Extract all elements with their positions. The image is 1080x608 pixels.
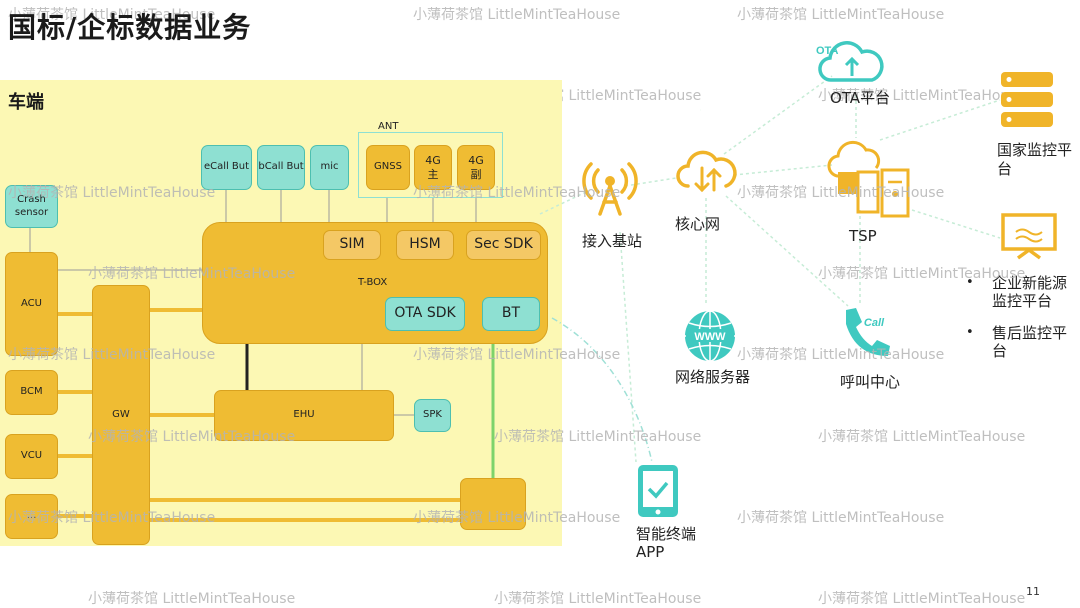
watermark: 小薄荷茶馆 LittleMintTeaHouse [88, 266, 296, 282]
antenna-group [358, 132, 503, 198]
www-icon-text: WWW [694, 331, 726, 343]
platform-bullet-list: • 企业新能源监控平台 • 售后监控平台 [966, 274, 1074, 370]
sim-module: SIM [323, 230, 381, 260]
bullet-dot: • [966, 325, 974, 340]
4g-sub-antenna: 4G副 [457, 145, 495, 190]
web-server-label: 网络服务器 [675, 368, 751, 386]
bullet-text: 企业新能源监控平台 [992, 274, 1068, 310]
gnss-antenna: GNSS [366, 145, 410, 190]
ota-icon-text: OTA [816, 45, 838, 57]
other-modules: ... [5, 494, 58, 539]
speaker-module: SPK [414, 399, 451, 432]
watermark: 小薄荷茶馆 LittleMintTeaHouse [494, 591, 702, 607]
call-center-label: 呼叫中心 [840, 373, 901, 391]
tsp-label: TSP [849, 227, 877, 245]
page-number: 11 [1026, 585, 1040, 598]
watermark: 小薄荷茶馆 LittleMintTeaHouse [737, 185, 945, 201]
bullet-item: • 售后监控平台 [966, 324, 1074, 360]
server-stack-icon [1001, 72, 1053, 127]
watermark: 小薄荷茶馆 LittleMintTeaHouse [818, 266, 1026, 282]
bt-module: BT [482, 297, 540, 331]
watermark: 小薄荷茶馆 LittleMintTeaHouse [413, 185, 621, 201]
tsp-server-icon [827, 140, 910, 218]
watermark: 小薄荷茶馆 LittleMintTeaHouse [737, 347, 945, 363]
vehicle-label: 车端 [8, 92, 44, 113]
base-station-icon [582, 162, 638, 216]
ota-platform-label: OTA平台 [830, 89, 891, 107]
bullet-dot: • [966, 275, 974, 290]
national-platform-label: 国家监控平台 [997, 141, 1073, 178]
core-network-label: 核心网 [675, 215, 721, 233]
unlabeled-module [460, 478, 526, 530]
vcu-module: VCU [5, 434, 58, 479]
watermark: 小薄荷茶馆 LittleMintTeaHouse [413, 7, 621, 23]
page-title: 国标/企标数据业务 [8, 11, 252, 44]
app-label-line1: 智能终端 [636, 525, 697, 543]
watermark: 小薄荷茶馆 LittleMintTeaHouse [413, 510, 621, 526]
watermark: 小薄荷茶馆 LittleMintTeaHouse [88, 429, 296, 445]
ecall-button: eCall But [201, 145, 252, 190]
bullet-text: 售后监控平台 [992, 324, 1068, 360]
app-label: 智能终端 APP [636, 525, 696, 561]
watermark: 小薄荷茶馆 LittleMintTeaHouse [8, 185, 216, 201]
tbox-label: T-BOX [358, 277, 388, 288]
watermark: 小薄荷茶馆 LittleMintTeaHouse [818, 591, 1026, 607]
watermark: 小薄荷茶馆 LittleMintTeaHouse [8, 510, 216, 526]
watermark: 小薄荷茶馆 LittleMintTeaHouse [737, 7, 945, 23]
bcall-button: bCall But [257, 145, 305, 190]
acu-module: ACU [5, 252, 58, 356]
globe-icon: WWW [685, 310, 735, 362]
watermark: 小薄荷茶馆 LittleMintTeaHouse [413, 347, 621, 363]
antenna-label: ANT [378, 121, 399, 132]
app-label-line2: APP [636, 543, 665, 561]
ota-sdk-module: OTA SDK [385, 297, 465, 331]
ehu-module: EHU [214, 390, 394, 441]
watermark: 小薄荷茶馆 LittleMintTeaHouse [88, 591, 296, 607]
bcm-module: BCM [5, 370, 58, 415]
phone-icon: Call [846, 308, 890, 356]
watermark: 小薄荷茶馆 LittleMintTeaHouse [737, 510, 945, 526]
call-icon-text: Call [864, 317, 885, 329]
4g-main-antenna: 4G主 [414, 145, 452, 190]
ota-cloud-icon: OTA [816, 41, 884, 82]
microphone: mic [310, 145, 349, 190]
sec-sdk-module: Sec SDK [466, 230, 541, 260]
monitor-icon [1001, 213, 1057, 260]
hsm-module: HSM [396, 230, 454, 260]
watermark: 小薄荷茶馆 LittleMintTeaHouse [8, 7, 216, 23]
watermark: 小薄荷茶馆 LittleMintTeaHouse [818, 429, 1026, 445]
base-station-label: 接入基站 [582, 232, 643, 250]
cloud-transfer-icon [676, 150, 737, 193]
tablet-check-icon [638, 465, 678, 517]
bullet-item: • 企业新能源监控平台 [966, 274, 1074, 310]
watermark: 小薄荷茶馆 LittleMintTeaHouse [8, 347, 216, 363]
crash-sensor: Crash sensor [5, 185, 58, 228]
gateway-module: GW [92, 285, 150, 545]
watermark: 小薄荷茶馆 LittleMintTeaHouse [818, 88, 1026, 104]
watermark: 小薄荷茶馆 LittleMintTeaHouse [494, 429, 702, 445]
